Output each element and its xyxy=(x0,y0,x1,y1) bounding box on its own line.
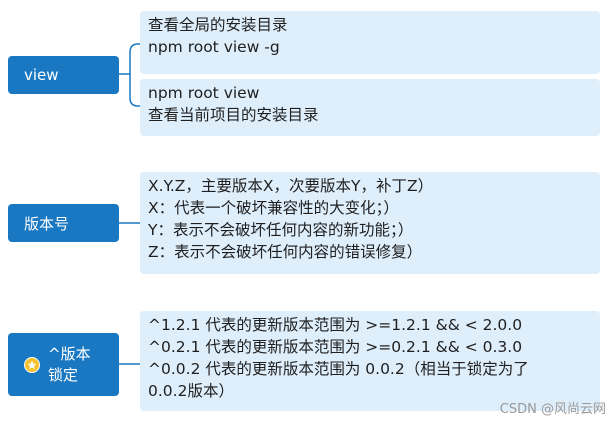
lock-box: ^1.2.1 代表的更新版本范围为 >=1.2.1 && < 2.0.0 ^0.… xyxy=(140,311,600,411)
version-line-xyz: X.Y.Z，主要版本X，次要版本Y，补丁Z） xyxy=(148,177,434,195)
node-view-label: view xyxy=(24,66,59,84)
version-line-y: Y：表示不会破坏任何内容的新功能；） xyxy=(148,221,414,239)
node-version-lock-label-line1: ^版本 xyxy=(48,345,91,363)
node-version[interactable]: 版本号 xyxy=(8,204,119,242)
view-box-local-line1: npm root view xyxy=(148,84,260,102)
node-version-lock-label-line2: 锁定 xyxy=(48,366,79,384)
node-view[interactable]: view xyxy=(8,56,119,94)
view-box-global-line2: npm root view -g xyxy=(148,38,280,56)
watermark: CSDN @风尚云网 xyxy=(499,402,606,417)
version-line-z: Z：表示不会破坏任何内容的错误修复） xyxy=(148,243,423,261)
lock-line-2: ^0.2.1 代表的更新版本范围为 >=0.2.1 && < 0.3.0 xyxy=(148,338,523,356)
lock-line-4: 0.0.2版本） xyxy=(148,382,234,400)
view-box-global: 查看全局的安装目录 npm root view -g xyxy=(140,11,600,74)
view-box-local-line2: 查看当前项目的安装目录 xyxy=(148,106,319,124)
node-version-label: 版本号 xyxy=(24,214,70,233)
version-line-x: X：代表一个破坏兼容性的大变化；） xyxy=(148,199,399,217)
lock-line-3: ^0.0.2 代表的更新版本范围为 0.0.2（相当于锁定为了 xyxy=(148,360,529,378)
view-box-local: npm root view 查看当前项目的安装目录 xyxy=(140,79,600,136)
connector-view-bottom xyxy=(129,74,141,107)
node-version-lock-label: ^版本 锁定 xyxy=(48,344,91,386)
connector-view-top xyxy=(119,43,141,75)
version-box: X.Y.Z，主要版本X，次要版本Y，补丁Z） X：代表一个破坏兼容性的大变化；）… xyxy=(140,172,600,274)
star-icon xyxy=(24,357,40,373)
node-version-lock[interactable]: ^版本 锁定 xyxy=(8,333,119,396)
view-box-global-line1: 查看全局的安装目录 xyxy=(148,16,288,34)
lock-line-1: ^1.2.1 代表的更新版本范围为 >=1.2.1 && < 2.0.0 xyxy=(148,316,523,334)
